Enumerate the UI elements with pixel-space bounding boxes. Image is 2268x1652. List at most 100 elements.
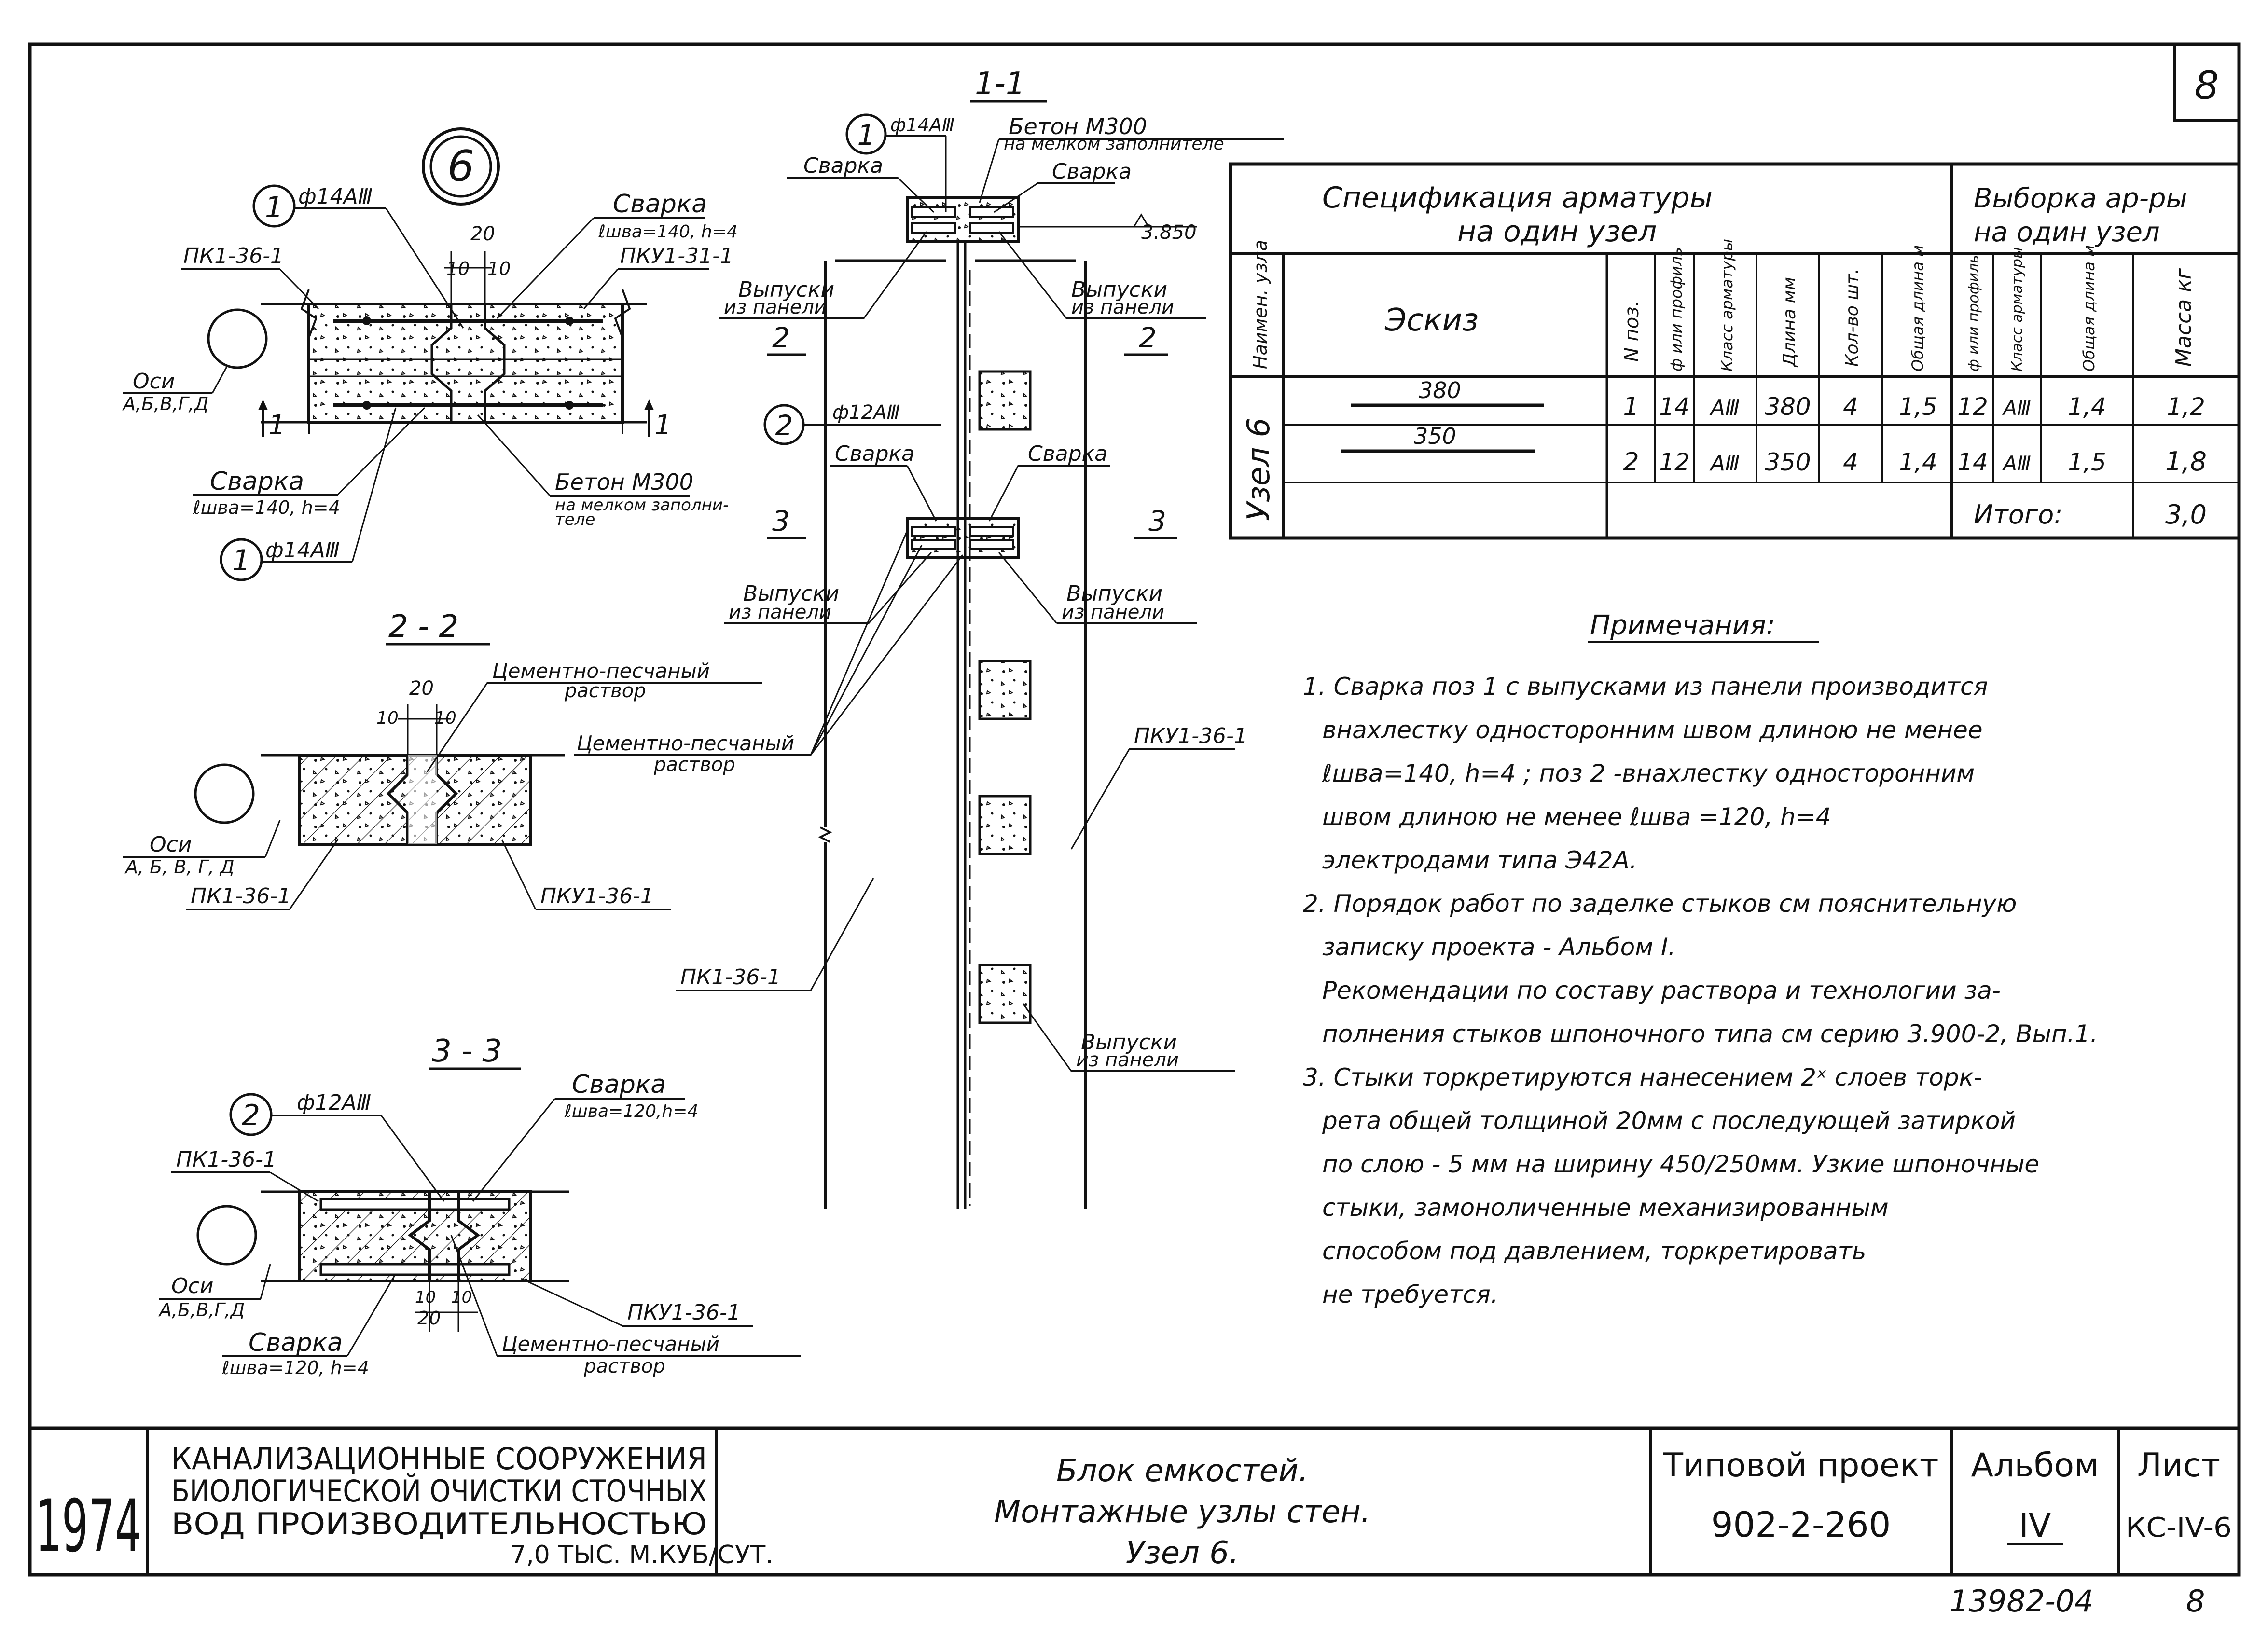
- node-6-panel-left: ПК1-36-1: [183, 244, 284, 268]
- spec-row1-qty: 4: [1843, 393, 1858, 421]
- title-album-label: Альбом: [1971, 1446, 2099, 1485]
- spec-row1-pos: 1: [1623, 392, 1639, 421]
- note-line: ℓшва=140, h=4 ; поз 2 -внахлестку одност…: [1322, 759, 1975, 787]
- section-1-1-outlets-right-2: из панели: [1071, 296, 1174, 318]
- section-1-1-bar1: ф14АⅢ: [890, 114, 954, 136]
- section-3-3-panel-right: ПКУ1-36-1: [627, 1300, 741, 1325]
- node-6-label-circle: [422, 127, 500, 206]
- node-6-weld-bottom: Сварка: [210, 467, 304, 496]
- section-2-2-dim-20: 20: [409, 677, 434, 700]
- section-3-3-weld-bottom-param: ℓшва=120, h=4: [221, 1357, 369, 1378]
- spec-header-total2: Общая длина м: [2080, 245, 2098, 372]
- section-1-1-mortar-1: Цементно-песчаный: [577, 731, 794, 755]
- title-block: 1974 КАНАЛИЗАЦИОННЫЕ СООРУЖЕНИЯ БИОЛОГИЧ…: [30, 1426, 2239, 1575]
- sheet-corner-number: 8: [2195, 63, 2219, 108]
- section-3-3-dim-10a: 10: [415, 1288, 436, 1307]
- section-1-1-cut2-right: 2: [1139, 321, 1157, 354]
- spec-node-name: Узел 6: [1241, 418, 1277, 521]
- node-6-label: 6: [447, 141, 474, 191]
- section-1-1-mortar-2: раствор: [653, 754, 735, 776]
- note-line: внахлестку односторонним швом длиною не …: [1322, 716, 1983, 744]
- title-sheet-label: Лист: [2137, 1446, 2220, 1485]
- spec-total-label: Итого:: [1974, 499, 2063, 530]
- spec-row1-length: 380: [1765, 393, 1811, 421]
- node-6-concrete-note1: на мелком заполни-: [555, 496, 729, 515]
- spec-title-1: Спецификация арматуры: [1322, 181, 1713, 215]
- title-project-label: Типовой проект: [1662, 1446, 1938, 1485]
- node-6-concrete-note2: теле: [555, 510, 595, 529]
- spec-row1-class: АⅢ: [1709, 396, 1740, 420]
- section-1-1-outlets3-2: из панели: [1076, 1049, 1179, 1071]
- node-6-bar1-top: ф14АⅢ: [298, 184, 373, 209]
- section-3-3-axis-circle: [196, 1205, 257, 1266]
- specification-table: Спецификация арматуры на один узел Выбор…: [1229, 162, 2241, 540]
- title-project-code: 902-2-260: [1711, 1504, 1891, 1545]
- note-line: стыки, замоноличенные механизированным: [1322, 1194, 1889, 1222]
- spec-row1-dia: 14: [1659, 393, 1690, 421]
- section-3-3-weld-bottom: Сварка: [249, 1328, 343, 1357]
- title-org-1: КАНАЛИЗАЦИОННЫЕ СООРУЖЕНИЯ: [171, 1441, 707, 1476]
- section-1-1-outlets3-1: Выпуски: [1081, 1030, 1177, 1055]
- section-1-1-weld-left: Сварка: [803, 153, 883, 178]
- spec-header-dia2: ф или профиль: [1965, 255, 1982, 372]
- spec-header-length: Длина мм: [1780, 277, 1799, 368]
- spec-row2-pos: 2: [1623, 448, 1639, 477]
- spec-header-total: Общая длина м: [1908, 245, 1927, 372]
- spec-header-sketch: Эскиз: [1384, 303, 1479, 338]
- node-6-pos1-bottom: 1: [232, 544, 250, 578]
- section-1-1-cut2-left: 2: [772, 321, 790, 354]
- node-6-axes: Оси: [133, 369, 175, 394]
- section-2-2-mortar-2: раствор: [564, 680, 646, 702]
- node-6-concrete: Бетон М300: [555, 469, 693, 495]
- section-3-3: 3 - 3 2 ф12АⅢ Сварка ℓшва=120,h=4 ПК1-36…: [158, 1033, 801, 1378]
- node-6-cut-right: 1: [654, 410, 672, 441]
- node-6-pos1-top: 1: [265, 191, 283, 224]
- note-line: 3. Стыки торкретируются нанесением 2ˣ сл…: [1303, 1063, 1982, 1091]
- spec-row2-dia2: 14: [1957, 448, 1988, 476]
- title-year: 1974: [35, 1485, 141, 1569]
- section-1-1: 1-1 1 ф14АⅢ Бетон М300 на мелком заполни…: [574, 66, 1284, 1209]
- note-line: по слою - 5 мм на ширину 450/250мм. Узки…: [1322, 1150, 2039, 1178]
- section-2-2: 2 - 2 20 10 10 Цементно-песчаный раствор…: [123, 609, 762, 910]
- spec-row2-length: 350: [1765, 448, 1811, 476]
- section-1-1-weld2-right: Сварка: [1028, 441, 1107, 466]
- node-6-panel-right: ПКУ1-31-1: [620, 244, 733, 268]
- node-6-axes-list: А,Б,В,Г,Д: [122, 393, 208, 414]
- section-1-1-panel-left: ПК1-36-1: [680, 965, 781, 990]
- section-3-3-dim-10b: 10: [451, 1288, 472, 1307]
- title-org-4: 7,0 ТЫС. М.КУБ/СУТ.: [510, 1541, 774, 1569]
- title-org-2: БИОЛОГИЧЕСКОЙ ОЧИСТКИ СТОЧНЫХ: [171, 1473, 707, 1509]
- note-line: Рекомендации по составу раствора и техно…: [1322, 977, 2001, 1005]
- section-3-3-weld-param: ℓшва=120,h=4: [564, 1101, 698, 1121]
- spec-row1-dia2: 12: [1957, 393, 1988, 421]
- section-1-1-outlets-left-2: из панели: [724, 296, 827, 318]
- node-6-dim-10a: 10: [446, 258, 470, 279]
- section-3-3-mortar-2: раствор: [583, 1355, 665, 1377]
- spec-row2-qty: 4: [1843, 448, 1858, 476]
- section-2-2-dim-10a: 10: [376, 708, 399, 728]
- node-6-weld-bottom-param: ℓшва=140, h=4: [193, 497, 340, 518]
- section-1-1-cut3-right: 3: [1148, 505, 1166, 537]
- section-1-1-outlets2-left-1: Выпуски: [743, 581, 839, 606]
- spec-header-qty: Кол-во шт.: [1842, 268, 1862, 367]
- spec-selection-1: Выборка ар-ры: [1974, 183, 2187, 214]
- note-line: электродами типа Э42А.: [1322, 846, 1637, 874]
- bottom-code: 13982-04: [1950, 1583, 2094, 1619]
- section-2-2-axes: Оси: [150, 832, 192, 857]
- spec-total-value: 3,0: [2165, 499, 2207, 530]
- note-line: полнения стыков шпоночного типа см серию…: [1322, 1020, 2098, 1048]
- note-line: рета общей толщиной 20мм с последующей з…: [1322, 1107, 2016, 1135]
- section-1-1-mid-joint: [906, 517, 1020, 559]
- section-1-1-weld2-left: Сварка: [835, 441, 914, 466]
- spec-row1-mass: 1,2: [2167, 393, 2205, 421]
- section-2-2-title: 2 - 2: [388, 609, 458, 645]
- section-1-1-title: 1-1: [975, 66, 1025, 102]
- spec-row2-total2: 1,5: [2068, 448, 2106, 476]
- node-6-dim-10b: 10: [487, 258, 511, 279]
- section-1-1-outlets-right-1: Выпуски: [1071, 277, 1167, 302]
- section-3-3-axes: Оси: [171, 1274, 213, 1298]
- node-6-cut-left: 1: [268, 410, 286, 441]
- section-3-3-mortar-1: Цементно-песчаный: [502, 1332, 719, 1356]
- bottom-page: 8: [2186, 1583, 2205, 1619]
